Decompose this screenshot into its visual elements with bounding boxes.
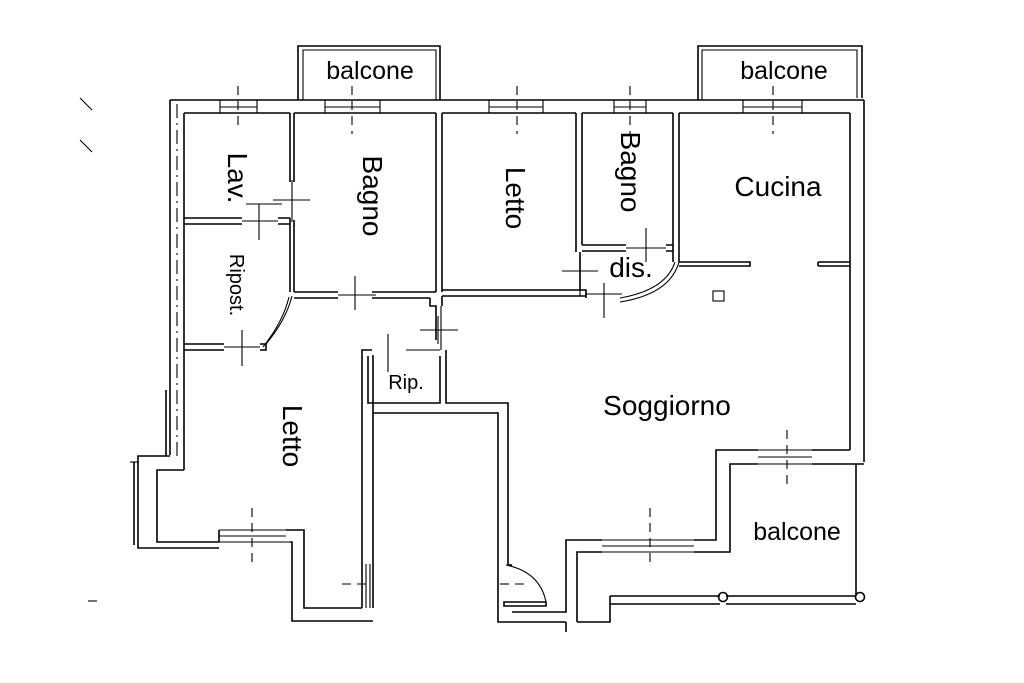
room-labels: balcone balcone Lav. Bagno Letto Bagno C…: [222, 57, 841, 546]
door-window-axis-marks: [237, 86, 788, 585]
room-label-bagno-1: Bagno: [357, 156, 388, 237]
room-label-dis: dis.: [609, 252, 653, 283]
room-label-balcone-top-right: balcone: [740, 57, 828, 85]
room-label-ripost: Ripost.: [225, 254, 247, 316]
balcony-top-right: [697, 45, 863, 100]
room-label-letto-1: Letto: [500, 167, 531, 229]
room-label-balcone-bottom-right: balcone: [753, 518, 841, 546]
windows-top: [219, 100, 803, 113]
door-markers: [228, 180, 664, 372]
balcony-bottom-right: [565, 464, 866, 632]
room-label-balcone-top-left: balcone: [326, 57, 414, 85]
balcony-top-left: [297, 45, 441, 100]
room-label-letto-2: Letto: [277, 405, 308, 467]
room-label-rip: Rip.: [388, 372, 424, 394]
stray-marks: [79, 97, 97, 602]
room-label-bagno-2: Bagno: [615, 132, 646, 213]
room-label-cucina: Cucina: [734, 171, 822, 202]
room-label-soggiorno: Soggiorno: [603, 390, 731, 421]
outer-walls: [130, 99, 865, 622]
room-label-lav: Lav.: [222, 153, 253, 204]
